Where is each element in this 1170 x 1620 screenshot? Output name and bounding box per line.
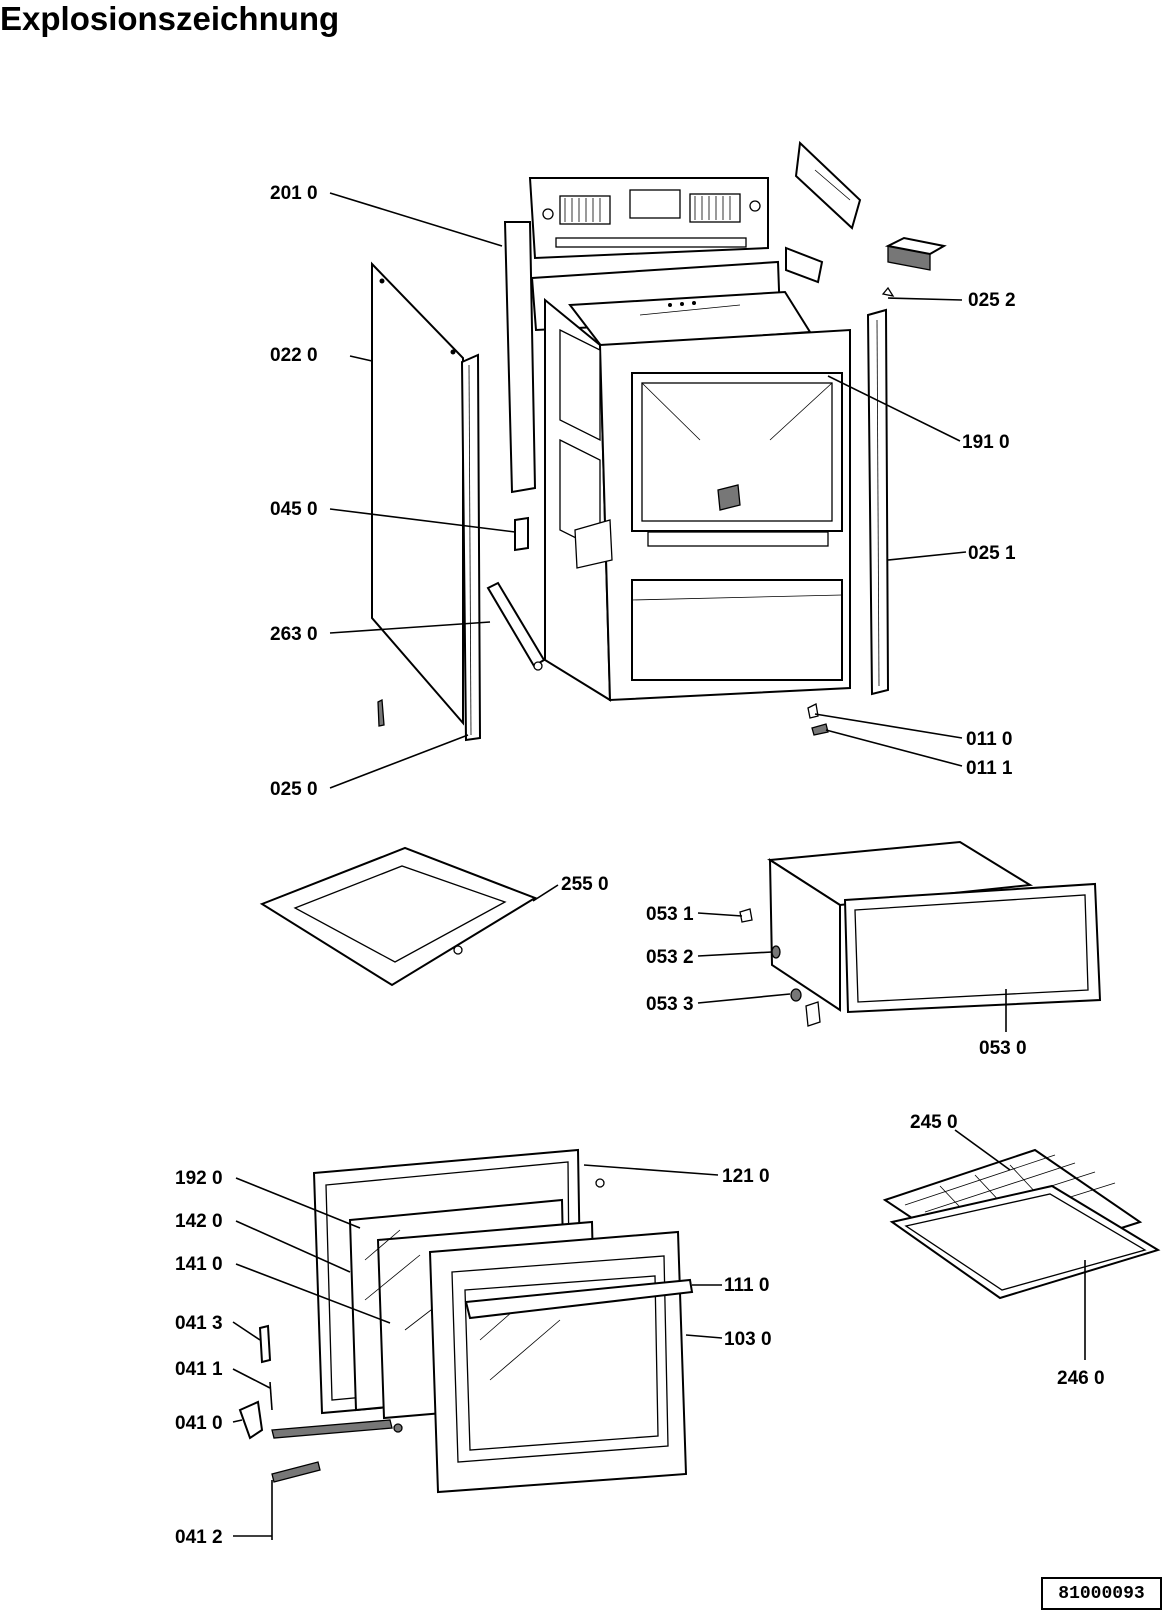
drawer	[767, 840, 1102, 1014]
drawer-bracket	[805, 1001, 821, 1027]
right-bracket	[785, 246, 824, 284]
door-handle	[464, 1278, 694, 1320]
part-label-2550: 255 0	[561, 874, 609, 895]
part-label-0533: 053 3	[646, 994, 694, 1015]
part-label-0220: 022 0	[270, 345, 318, 366]
part-label-0531: 053 1	[646, 904, 694, 925]
foot-cap	[811, 723, 829, 736]
part-label-0110: 011 0	[966, 729, 1013, 750]
drawer-roller-0533	[790, 988, 802, 1002]
page-title: Explosionszeichnung	[0, 0, 340, 37]
hinge-spring	[271, 1419, 393, 1439]
part-label-1110: 111 0	[724, 1275, 769, 1296]
part-label-1410: 141 0	[175, 1254, 223, 1275]
part-label-0450: 045 0	[270, 499, 318, 520]
screw	[377, 698, 385, 727]
part-labels: 201 0 022 0 045 0 263 0 025 0 025 2 191 …	[175, 183, 1105, 1548]
glass-tray	[259, 846, 538, 987]
part-label-0111: 011 1	[966, 758, 1013, 779]
part-label-1030: 103 0	[724, 1329, 772, 1350]
left-trim-strip	[460, 353, 482, 742]
part-label-1210: 121 0	[722, 1166, 770, 1187]
foot	[807, 703, 819, 719]
part-label-1920: 192 0	[175, 1168, 223, 1189]
part-label-0250: 025 0	[270, 779, 318, 800]
part-label-0530: 053 0	[979, 1038, 1027, 1059]
oven-body	[544, 297, 851, 702]
hinge-plate-0410	[238, 1400, 264, 1440]
part-label-0252: 025 2	[968, 290, 1016, 311]
top-vent-duct	[794, 140, 862, 230]
part-label-2450: 245 0	[910, 1112, 958, 1133]
part-label-0412: 041 2	[175, 1527, 223, 1548]
side-runner	[486, 581, 546, 671]
part-label-0410: 041 0	[175, 1413, 223, 1434]
document-number: 81000093	[1041, 1577, 1162, 1610]
part-label-0411: 041 1	[175, 1359, 223, 1380]
part-label-1420: 142 0	[175, 1211, 223, 1232]
part-label-0532: 053 2	[646, 947, 694, 968]
door-screw	[595, 1178, 605, 1188]
leader-lines	[232, 192, 1086, 1537]
hinge-spring-0412	[271, 1461, 321, 1483]
part-label-0413: 041 3	[175, 1313, 223, 1334]
part-label-0251: 025 1	[968, 543, 1016, 564]
outer-door	[428, 1230, 688, 1494]
hinge-wire-0411	[269, 1381, 273, 1411]
drawer-roller-0532	[771, 945, 781, 959]
part-label-2630: 263 0	[270, 624, 318, 645]
drawer-clip-0531	[739, 908, 753, 923]
hinge-pin-0413	[258, 1324, 272, 1364]
left-side-panel	[371, 261, 464, 726]
rear-panel	[528, 177, 769, 260]
part-label-2010: 201 0	[270, 183, 318, 204]
part-label-1910: 191 0	[962, 432, 1010, 453]
clip-045	[514, 516, 529, 552]
part-label-2460: 246 0	[1057, 1368, 1105, 1389]
rear-frame-left	[503, 221, 537, 494]
clip-0252	[881, 286, 895, 297]
